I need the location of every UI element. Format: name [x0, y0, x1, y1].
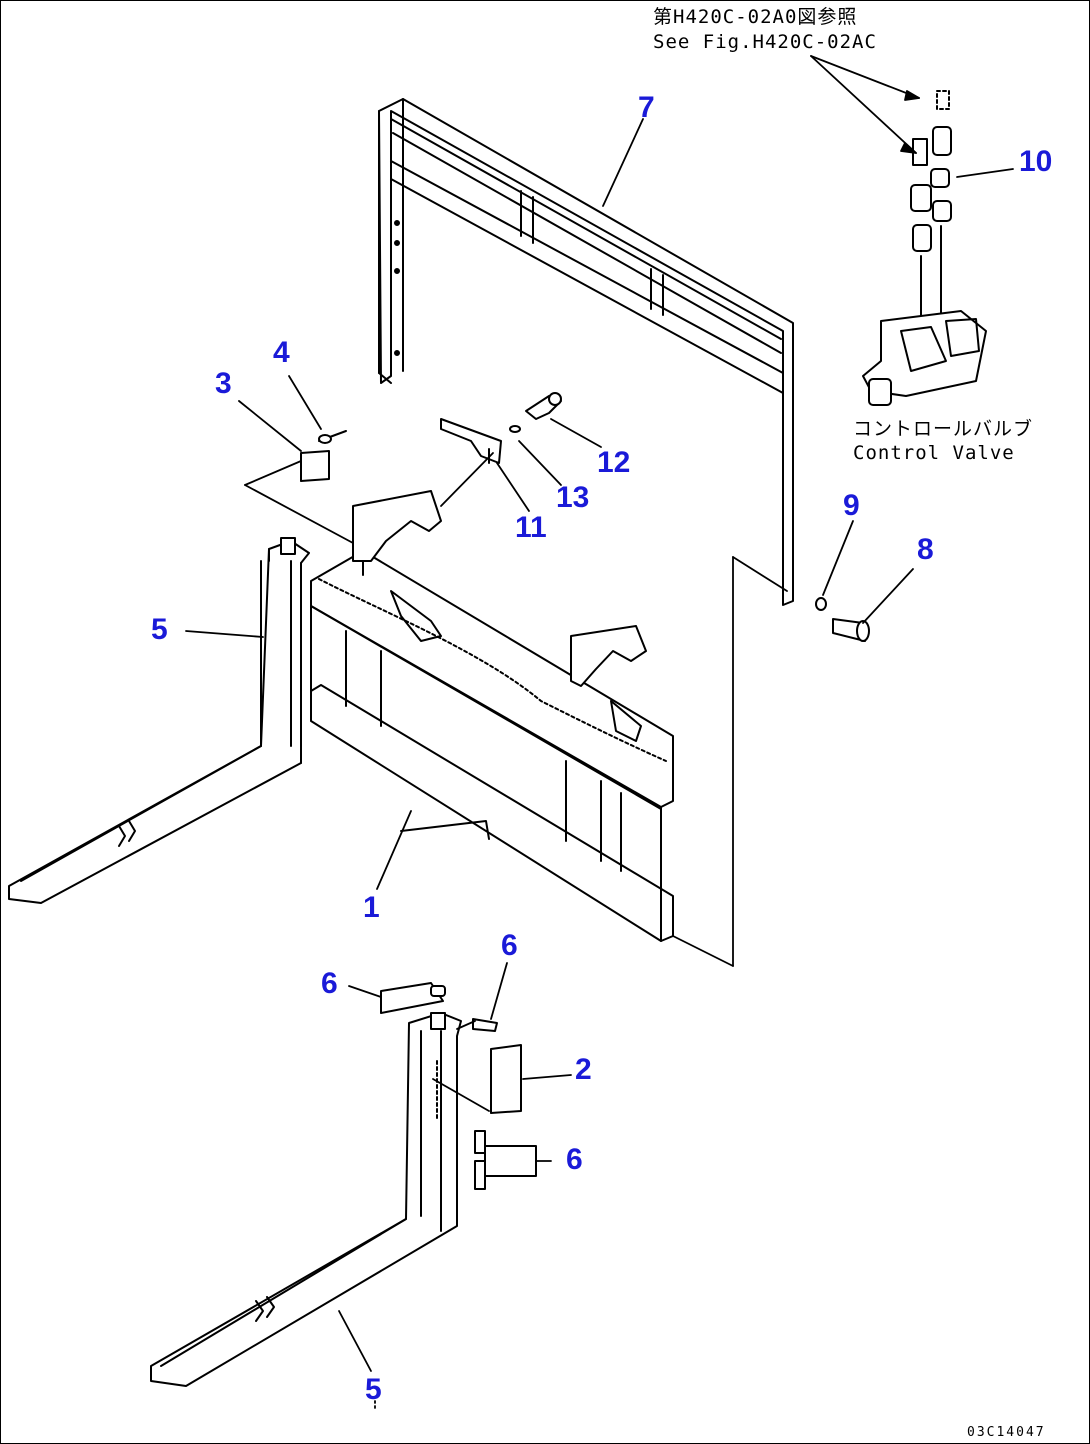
fork-upper-part: [8, 537, 310, 904]
plate-parts: [300, 430, 522, 1114]
control-valve-label-jp: コントロールバルブ: [853, 418, 1034, 440]
callout-9: 9: [843, 489, 860, 522]
carriage-part: [310, 490, 674, 942]
callout-3: 3: [215, 367, 232, 400]
screw-washer-parts: [815, 597, 870, 642]
leader-lines: [185, 55, 1014, 1410]
fork-lower-part: [150, 1012, 462, 1387]
callout-11: 11: [515, 511, 547, 544]
callout-5-lower: 5: [365, 1373, 382, 1406]
callout-6-right: 6: [566, 1143, 583, 1176]
callout-13: 13: [556, 481, 590, 514]
callout-1: 1: [363, 891, 380, 924]
callout-4: 4: [273, 336, 290, 369]
callout-12: 12: [597, 446, 631, 479]
callout-7: 7: [638, 91, 655, 124]
callout-5-upper: 5: [151, 613, 168, 646]
callout-6-left: 6: [321, 967, 338, 1000]
fork-pin-parts: [380, 982, 537, 1190]
reference-note-jp: 第H420C-02A0図参照: [653, 6, 858, 28]
control-valve-label-en: Control Valve: [853, 442, 1015, 464]
callout-10: 10: [1019, 145, 1053, 178]
callout-2: 2: [575, 1053, 592, 1086]
control-valve-assembly: [862, 90, 987, 406]
drawing-code: 03C14047: [967, 1425, 1046, 1440]
load-backrest-part: [378, 98, 794, 606]
callout-6-top: 6: [501, 929, 518, 962]
bracket-part: [440, 392, 562, 464]
callout-8: 8: [917, 533, 934, 566]
reference-note-en: See Fig.H420C-02AC: [653, 31, 877, 53]
